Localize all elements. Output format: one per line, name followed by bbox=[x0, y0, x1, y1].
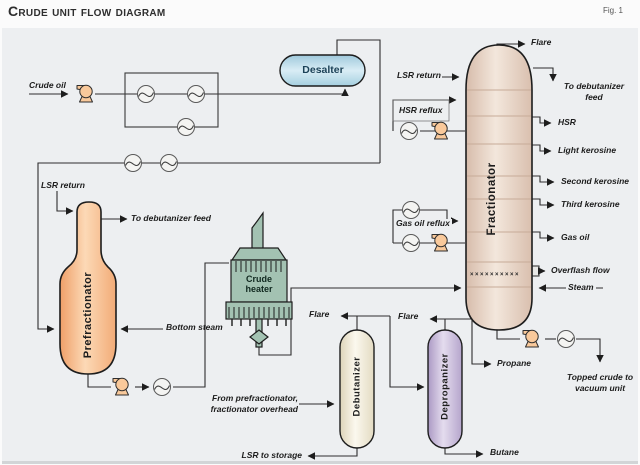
pipe-to-debutanizer-feed-right bbox=[533, 67, 557, 82]
pipe-preheat-train bbox=[37, 162, 380, 333]
label-from-prefractionator-line1: From prefractionator, bbox=[212, 393, 298, 403]
fractionator-tray-marks: ×××××××××× bbox=[470, 272, 521, 278]
debutanizer-vessel bbox=[339, 329, 375, 449]
hx-gasoil-reflux-bottom bbox=[401, 233, 421, 253]
label-second-kerosine: Second kerosine bbox=[561, 176, 630, 186]
label-hsr: HSR bbox=[558, 117, 576, 127]
pump-crude-charge bbox=[76, 84, 93, 103]
label-hsr-reflux: HSR reflux bbox=[399, 105, 443, 115]
exchanger-bank-box bbox=[124, 72, 219, 128]
pipe-draw-second-kerosine bbox=[532, 175, 555, 186]
heater-stack bbox=[251, 211, 264, 251]
hx-prefrac-bottoms bbox=[152, 377, 172, 397]
label-flare-fractionator: Flare bbox=[531, 37, 552, 47]
pipe-debutanizer-to-depropanizer bbox=[389, 316, 425, 391]
pipe-propane bbox=[471, 319, 492, 368]
heater-outlet-valve bbox=[249, 329, 269, 345]
hx-preheat-4 bbox=[123, 153, 143, 173]
pump-frac-bottoms bbox=[522, 329, 539, 348]
label-lsr-to-storage: LSR to storage bbox=[241, 450, 302, 460]
label-steam: Steam bbox=[566, 282, 596, 293]
page-title: Crude unit flow diagram bbox=[8, 3, 166, 19]
pipe-draw-light-kerosine bbox=[532, 144, 552, 155]
label-lsr-return-prefrac: LSR return bbox=[41, 180, 85, 190]
pipe-heater-outlet bbox=[258, 284, 462, 356]
desalter-label: Desalter bbox=[302, 64, 344, 76]
fractionator-label: Fractionator bbox=[486, 162, 498, 236]
prefractionator-label: Prefractionator bbox=[82, 271, 94, 359]
pump-prefrac-bottoms bbox=[112, 377, 129, 396]
heater-body bbox=[230, 259, 288, 303]
hx-gasoil-reflux-top bbox=[401, 200, 421, 220]
pipe-draw-third-kerosine bbox=[532, 198, 555, 209]
label-butane: Butane bbox=[490, 447, 519, 457]
label-from-prefractionator: From prefractionator, fractionator overh… bbox=[206, 393, 298, 415]
crude-heater-label-line1: Crude bbox=[245, 274, 272, 284]
prefractionator-vessel bbox=[59, 201, 117, 375]
crude-heater-label: Crude heater bbox=[235, 274, 283, 294]
label-to-debutanizer-feed-line1: To debutanizer bbox=[563, 81, 625, 91]
hx-preheat-1 bbox=[136, 84, 156, 104]
pipe-crude-feed bbox=[95, 88, 349, 97]
label-topped-crude: Topped crude to vacuum unit bbox=[556, 372, 640, 394]
pipe-desalter-outlet bbox=[336, 39, 381, 163]
label-flare-debutanizer: Flare bbox=[309, 309, 330, 319]
heater-tubes-bottom bbox=[228, 307, 290, 318]
label-propane: Propane bbox=[497, 358, 532, 368]
pipe-draw-hsr bbox=[532, 116, 552, 127]
hx-hsr-reflux bbox=[399, 121, 419, 141]
desalter-vessel bbox=[279, 54, 366, 87]
heater-tubes-top bbox=[235, 261, 282, 272]
label-topped-crude-line1: Topped crude to bbox=[566, 372, 634, 382]
label-from-prefractionator-line2: fractionator overhead bbox=[210, 404, 298, 414]
pipe-prefrac-bottoms-a bbox=[87, 373, 111, 388]
hx-preheat-2 bbox=[186, 84, 206, 104]
label-to-debutanizer-feed-line2: feed bbox=[585, 92, 603, 102]
label-light-kerosine: Light kerosine bbox=[558, 145, 617, 155]
overflash-nozzle bbox=[531, 265, 540, 277]
label-crude-oil: Crude oil bbox=[29, 80, 66, 90]
hx-preheat-5 bbox=[159, 153, 179, 173]
label-topped-crude-line2: vacuum unit bbox=[574, 383, 626, 393]
label-bottom-steam: Bottom steam bbox=[166, 322, 223, 332]
heater-hood bbox=[230, 247, 288, 261]
label-lsr-return-frac: LSR return bbox=[397, 70, 441, 80]
hx-preheat-3 bbox=[176, 117, 196, 137]
pipe-topped-crude bbox=[576, 338, 604, 363]
label-gas-oil: Gas oil bbox=[561, 232, 590, 242]
heater-feet bbox=[231, 319, 287, 326]
pipe-prefrac-bottoms-c bbox=[173, 262, 229, 388]
figure-label: Fig. 1 bbox=[603, 6, 624, 15]
label-to-debutanizer-feed-right: To debutanizer feed bbox=[550, 81, 638, 103]
pipe-lsr-to-storage bbox=[307, 446, 358, 460]
debutanizer-label: Debutanizer bbox=[351, 356, 363, 417]
crude-heater-label-line2: heater bbox=[245, 284, 273, 294]
pipe-lsr-return-prefrac bbox=[56, 191, 74, 215]
label-third-kerosine: Third kerosine bbox=[561, 199, 620, 209]
fractionator-trays bbox=[467, 89, 531, 288]
hsr-reflux-label-box bbox=[392, 99, 450, 122]
pipes bbox=[29, 39, 604, 460]
label-to-debutanizer-feed-left: To debutanizer feed bbox=[131, 213, 211, 223]
label-overflash-flow: Overflash flow bbox=[551, 265, 610, 275]
depropanizer-label: Depropanizer bbox=[439, 353, 451, 420]
label-flare-depropanizer: Flare bbox=[398, 311, 419, 321]
crude-heater bbox=[225, 211, 293, 348]
hx-topped-crude bbox=[556, 329, 576, 349]
depropanizer-vessel bbox=[427, 329, 463, 449]
label-gas-oil-reflux: Gas oil reflux bbox=[394, 218, 452, 229]
pipe-draw-gas-oil bbox=[532, 231, 555, 242]
